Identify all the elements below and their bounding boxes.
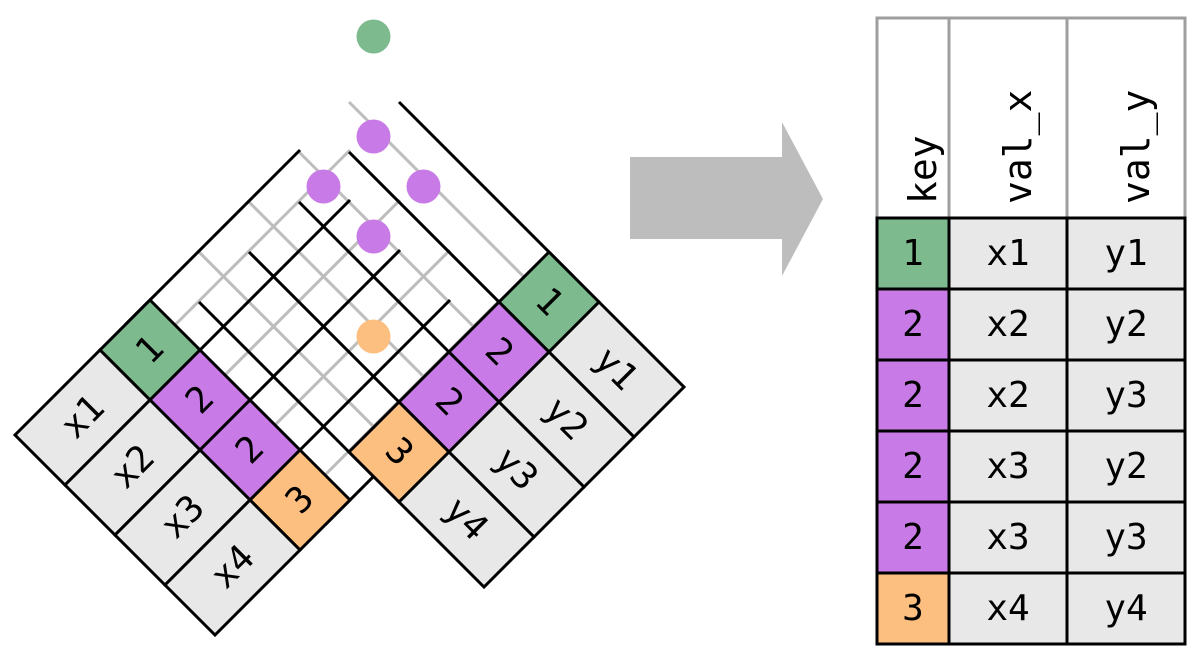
- lattice-line: [273, 298, 452, 477]
- result-cell-label: 2: [902, 375, 924, 416]
- result-cell-label: y4: [1104, 588, 1147, 629]
- result-header-label: val_x: [996, 90, 1041, 204]
- match-point: [356, 219, 391, 254]
- result-cell-label: 2: [902, 446, 924, 487]
- left-value-cell: [162, 497, 303, 638]
- match-point: [356, 319, 391, 354]
- right-value-cell: [396, 449, 537, 590]
- result-cell-val_x: [947, 216, 1069, 291]
- right-arrow-icon: [630, 122, 823, 276]
- lattice-line: [297, 200, 476, 379]
- result-table: key val_x val_y 1 x1 y1 2 x2 y2 2 x2 y3 2 x3 y2 2 x3 y3 3 x…: [875, 16, 1187, 646]
- result-cell-label: 2: [902, 517, 924, 558]
- lattice-line: [397, 100, 576, 279]
- result-cell-label: y3: [1104, 517, 1147, 558]
- result-header-cell: [875, 16, 951, 220]
- join-grid: [123, 100, 576, 527]
- result-cell-val_x: [947, 358, 1069, 433]
- result-cell-label: 1: [902, 233, 924, 274]
- result-cell-key: [875, 571, 951, 646]
- result-cell-val_y: [1065, 500, 1187, 575]
- result-header-label: val_y: [1114, 90, 1159, 204]
- match-point: [406, 169, 441, 204]
- match-point: [356, 19, 391, 54]
- result-cell-label: x3: [986, 517, 1029, 558]
- match-points: [306, 19, 441, 354]
- result-cell-label: x4: [986, 588, 1029, 629]
- lattice-line: [197, 300, 376, 479]
- lattice-line: [347, 150, 526, 329]
- result-cell-val_y: [1065, 571, 1187, 646]
- left-grid-line: [248, 248, 452, 452]
- result-cell-val_y: [1065, 358, 1187, 433]
- result-cell-label: x3: [986, 446, 1029, 487]
- lattice-line: [123, 148, 302, 327]
- result-cell-val_x: [947, 500, 1069, 575]
- result-cell-key: [875, 500, 951, 575]
- result-cell-label: x2: [986, 375, 1029, 416]
- result-cell-label: y1: [1104, 233, 1147, 274]
- result-cell-label: x2: [986, 304, 1029, 345]
- result-cell-val_x: [947, 571, 1069, 646]
- result-header-label: key: [901, 135, 945, 204]
- match-point: [356, 119, 391, 154]
- result-header-cell: [1065, 16, 1187, 220]
- result-cell-key: [875, 287, 951, 362]
- result-cell-label: y3: [1104, 375, 1147, 416]
- lattice-line: [223, 248, 402, 427]
- result-cell-label: 2: [902, 304, 924, 345]
- result-cell-label: y2: [1104, 446, 1147, 487]
- match-point: [306, 169, 341, 204]
- result-cell-key: [875, 216, 951, 291]
- lattice-line: [247, 250, 426, 429]
- result-cell-key: [875, 429, 951, 504]
- result-cell-label: y2: [1104, 304, 1147, 345]
- lattice-line: [173, 198, 352, 377]
- result-cell-label: x1: [986, 233, 1029, 274]
- result-cell-label: 3: [902, 588, 924, 629]
